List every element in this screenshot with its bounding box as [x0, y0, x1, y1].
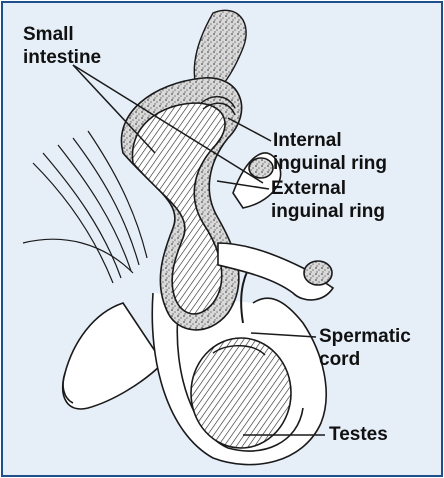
- label-testes: Testes: [329, 423, 388, 446]
- label-spermatic-cord: Spermatic cord: [319, 325, 411, 371]
- penis: [63, 303, 163, 409]
- label-small-intestine: Small intestine: [23, 23, 101, 69]
- testis: [191, 338, 291, 448]
- label-internal-ring: Internal inguinal ring: [273, 129, 387, 175]
- label-external-ring: External inguinal ring: [271, 177, 385, 223]
- anatomy-illustration: [3, 3, 441, 475]
